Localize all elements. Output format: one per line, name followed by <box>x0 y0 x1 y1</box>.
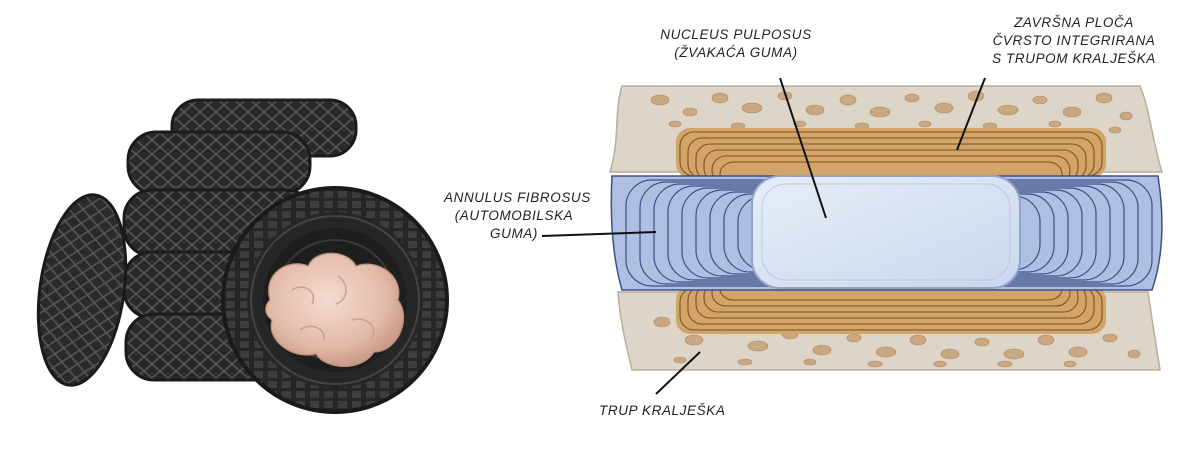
annulus-label-line-1: ANNULUS FIBROSUS <box>444 190 591 205</box>
nucleus-label-line-2: (ŽVAKAĆA GUMA) <box>674 45 798 60</box>
tire-stack-with-chewing-gum-icon <box>36 98 449 414</box>
endplate-label-line-2: ČVRSTO INTEGRIRANA <box>992 33 1156 48</box>
intervertebral-disc-cross-section-icon <box>541 77 1164 395</box>
endplate-label-line-3: S TRUPOM KRALJEŠKA <box>992 51 1156 66</box>
chewing-gum-icon <box>265 252 405 367</box>
vertebra-leader-line <box>655 351 701 395</box>
endplate-leader-line <box>956 77 986 151</box>
nucleus-leader-line <box>779 77 827 219</box>
annulus-leader-line <box>541 231 657 237</box>
nucleus-pulposus <box>751 175 1021 289</box>
vertebra-label-line-1: TRUP KRALJEŠKA <box>599 403 726 418</box>
endplate-label: ZAVRŠNA PLOČA ČVRSTO INTEGRIRANA S TRUPO… <box>984 14 1164 68</box>
stacked-tire-2 <box>126 130 312 196</box>
nucleus-label-line-1: NUCLEUS PULPOSUS <box>660 27 812 42</box>
annulus-fibrosus-label: ANNULUS FIBROSUS (AUTOMOBILSKA GUMA) <box>444 189 591 243</box>
annulus-label-line-3: GUMA) <box>490 226 538 241</box>
vertebral-body-label: TRUP KRALJEŠKA <box>599 402 725 420</box>
nucleus-pulposus-label: NUCLEUS PULPOSUS (ŽVAKAĆA GUMA) <box>650 26 822 62</box>
leaning-tire <box>36 193 128 387</box>
annulus-label-line-2: (AUTOMOBILSKA <box>454 208 574 223</box>
endplate-label-line-1: ZAVRŠNA PLOČA <box>1014 15 1134 30</box>
